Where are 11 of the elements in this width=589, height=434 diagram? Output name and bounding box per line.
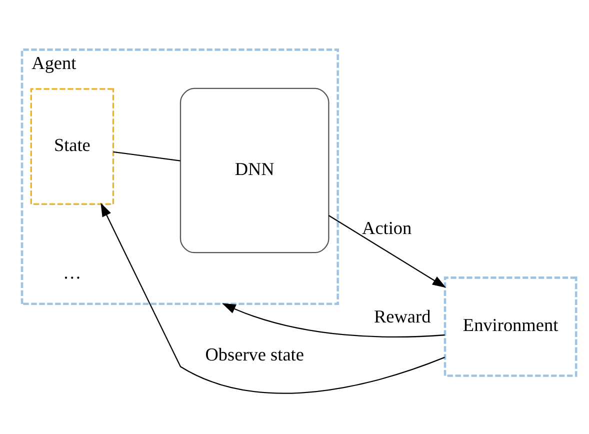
arrow [328,215,446,288]
connector [113,151,180,162]
edge-label: Observe state [205,344,304,365]
edge-label: Action [362,218,412,238]
node-box: State [30,88,114,206]
edge-label: Reward [374,306,431,327]
node-box: DNN [180,88,330,254]
arrow [100,202,445,394]
node-box: Environment [444,276,578,377]
label: … [63,262,82,283]
arrow [222,303,445,338]
